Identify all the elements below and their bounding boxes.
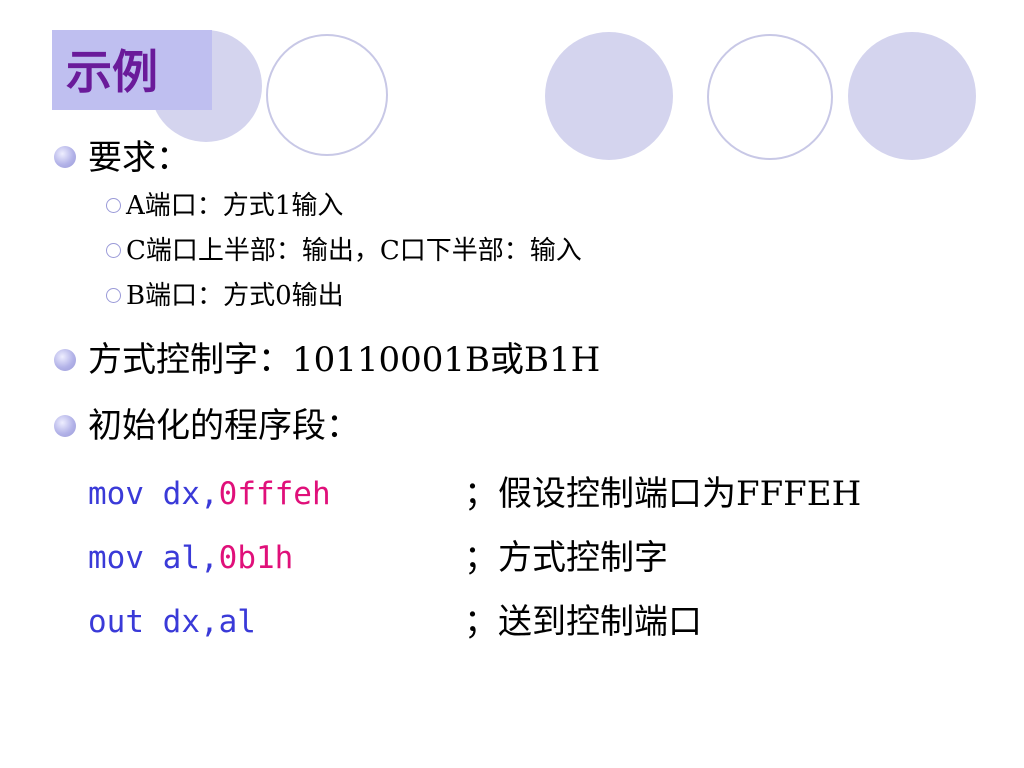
sub-bullet-icon [106,198,121,213]
code-line: mov dx,0fffeh [88,474,331,514]
bullet-icon [54,146,76,168]
control-word-line: 方式控制字：10110001B或B1H [88,340,601,380]
code-line: out dx,al [88,602,256,642]
requirements-heading: 要求： [88,138,190,178]
bullet-icon [54,349,76,371]
decorative-circle [848,32,976,160]
requirement-item: A端口：方式1输入 [126,191,344,221]
code-operand: 0fffeh [218,476,331,512]
decorative-ring [266,34,388,156]
decorative-ring [707,34,833,160]
slide-title: 示例 [66,45,158,99]
sub-bullet-icon [106,288,121,303]
code-instruction: mov al, [88,540,219,576]
code-operand: 0b1h [218,540,294,576]
code-comment: ；送到控制端口 [464,602,702,642]
code-comment: ；假设控制端口为FFFEH [464,474,862,514]
code-instruction: out dx,al [88,604,256,640]
code-line: mov al,0b1h [88,538,293,578]
requirement-item: B端口：方式0输出 [126,281,344,311]
bullet-icon [54,415,76,437]
requirement-item: C端口上半部：输出，C口下半部：输入 [126,236,582,266]
title-background [52,30,212,110]
code-instruction: mov dx, [88,476,219,512]
decorative-circle [545,32,673,160]
sub-bullet-icon [106,243,121,258]
init-heading: 初始化的程序段： [88,406,360,446]
code-comment: ；方式控制字 [464,538,668,578]
